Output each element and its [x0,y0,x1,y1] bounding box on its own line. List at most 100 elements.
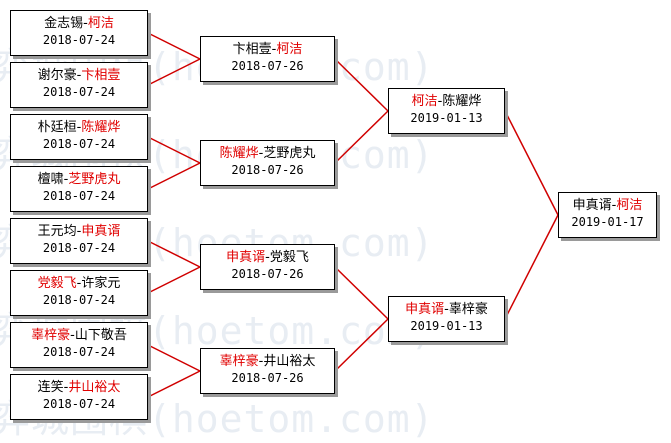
match-date: 2018-07-24 [42,293,116,307]
player-name-winner: 陈耀烨 [81,120,121,135]
match-separator: - [76,120,82,135]
match-date: 2019-01-13 [410,111,483,125]
match-box-r1-5[interactable]: 王元均-申真谞 2018-07-24 [10,218,148,264]
match-box-r1-7[interactable]: 辜梓豪-山下敬吾 2018-07-24 [10,322,148,368]
match-box-r2-2[interactable]: 陈耀烨-芝野虎丸 2018-07-26 [200,140,335,186]
match-players: 连笑-井山裕太 [11,379,147,396]
match-separator: - [76,68,82,83]
match-players: 金志锡-柯洁 [11,15,147,32]
player-name: 朴廷桓 [37,120,77,135]
player-name: 党毅飞 [269,250,309,265]
match-box-r1-4[interactable]: 檀啸-芝野虎丸 2018-07-24 [10,166,148,212]
connector-line [504,214,559,320]
connector-line [334,318,389,372]
player-name: 井山裕太 [263,354,316,369]
player-name: 许家元 [81,276,121,291]
match-date: 2018-07-24 [42,397,116,411]
connector-line [147,58,201,86]
match-box-r1-8[interactable]: 连笑-井山裕太 2018-07-24 [10,374,148,420]
match-box-r2-3[interactable]: 申真谞-党毅飞 2018-07-26 [200,244,335,290]
match-date: 2018-07-26 [231,59,304,73]
match-separator: - [444,302,449,317]
connector-line [334,58,389,112]
match-box-r1-6[interactable]: 党毅飞-许家元 2018-07-24 [10,270,148,316]
match-date: 2018-07-24 [42,33,116,47]
connector-line [147,370,201,398]
match-box-sf-2[interactable]: 申真谞-辜梓豪 2019-01-13 [388,296,505,342]
player-name: 檀啸 [37,172,64,187]
player-name-winner: 申真谞 [405,302,445,317]
player-name-winner: 卞相壹 [81,68,121,83]
player-name: 连笑 [37,380,64,395]
match-box-r1-2[interactable]: 谢尔豪-卞相壹 2018-07-24 [10,62,148,108]
match-date: 2019-01-13 [410,319,483,333]
player-name: 芝野虎丸 [263,146,316,161]
match-box-sf-1[interactable]: 柯洁-陈耀烨 2019-01-13 [388,88,505,134]
match-date: 2018-07-24 [42,85,116,99]
connector-line [147,162,201,190]
match-date: 2018-07-24 [42,189,116,203]
player-name-winner: 柯洁 [276,42,303,57]
match-separator: - [63,172,69,187]
match-players: 檀啸-芝野虎丸 [11,171,147,188]
match-players: 卞相壹-柯洁 [201,41,334,58]
match-separator: - [258,354,264,369]
connector-line [334,266,389,320]
player-name-winner: 陈耀烨 [219,146,259,161]
match-players: 申真谞-辜梓豪 [389,301,504,318]
player-name-winner: 井山裕太 [68,380,121,395]
bracket-connectors [147,32,559,398]
player-name-winner: 芝野虎丸 [68,172,121,187]
connector-line [147,240,201,268]
match-separator: - [63,380,69,395]
player-name: 山下敬吾 [74,328,127,343]
match-players: 申真谞-党毅飞 [201,249,334,266]
player-name-winner: 申真谞 [81,224,121,239]
match-date: 2019-01-17 [571,215,644,229]
connector-line [504,110,559,216]
match-players: 辜梓豪-井山裕太 [201,353,334,370]
match-box-r1-3[interactable]: 朴廷桓-陈耀烨 2018-07-24 [10,114,148,160]
match-players: 王元均-申真谞 [11,223,147,240]
match-date: 2018-07-26 [231,267,304,281]
player-name: 申真谞 [572,198,612,213]
match-separator: - [76,276,82,291]
connector-line [147,32,201,60]
match-box-final[interactable]: 申真谞-柯洁 2019-01-17 [558,192,657,238]
match-players: 柯洁-陈耀烨 [389,93,504,110]
match-date: 2018-07-26 [231,371,304,385]
player-name-winner: 党毅飞 [37,276,77,291]
match-date: 2018-07-24 [42,345,116,359]
match-separator: - [76,224,82,239]
match-players: 朴廷桓-陈耀烨 [11,119,147,136]
match-box-r1-1[interactable]: 金志锡-柯洁 2018-07-24 [10,10,148,56]
connector-line [147,344,201,372]
match-box-r2-1[interactable]: 卞相壹-柯洁 2018-07-26 [200,36,335,82]
connector-line [147,136,201,164]
player-name-winner: 辜梓豪 [31,328,71,343]
player-name: 卞相壹 [232,42,272,57]
player-name-winner: 柯洁 [411,94,438,109]
player-name: 陈耀烨 [442,94,482,109]
match-separator: - [271,42,277,57]
player-name: 王元均 [37,224,77,239]
player-name: 辜梓豪 [448,302,488,317]
player-name-winner: 申真谞 [226,250,266,265]
connector-line [147,266,201,294]
match-players: 党毅飞-许家元 [11,275,147,292]
match-players: 辜梓豪-山下敬吾 [11,327,147,344]
match-date: 2018-07-24 [42,137,116,151]
match-players: 申真谞-柯洁 [559,197,656,214]
match-separator: - [437,94,443,109]
player-name-winner: 辜梓豪 [219,354,259,369]
player-name-winner: 柯洁 [87,16,114,31]
match-separator: - [265,250,270,265]
match-separator: - [611,198,617,213]
match-box-r2-4[interactable]: 辜梓豪-井山裕太 2018-07-26 [200,348,335,394]
match-separator: - [83,16,88,31]
player-name: 金志锡 [44,16,84,31]
player-name-winner: 柯洁 [616,198,643,213]
player-name: 谢尔豪 [37,68,77,83]
connector-line [334,110,389,164]
match-separator: - [70,328,75,343]
